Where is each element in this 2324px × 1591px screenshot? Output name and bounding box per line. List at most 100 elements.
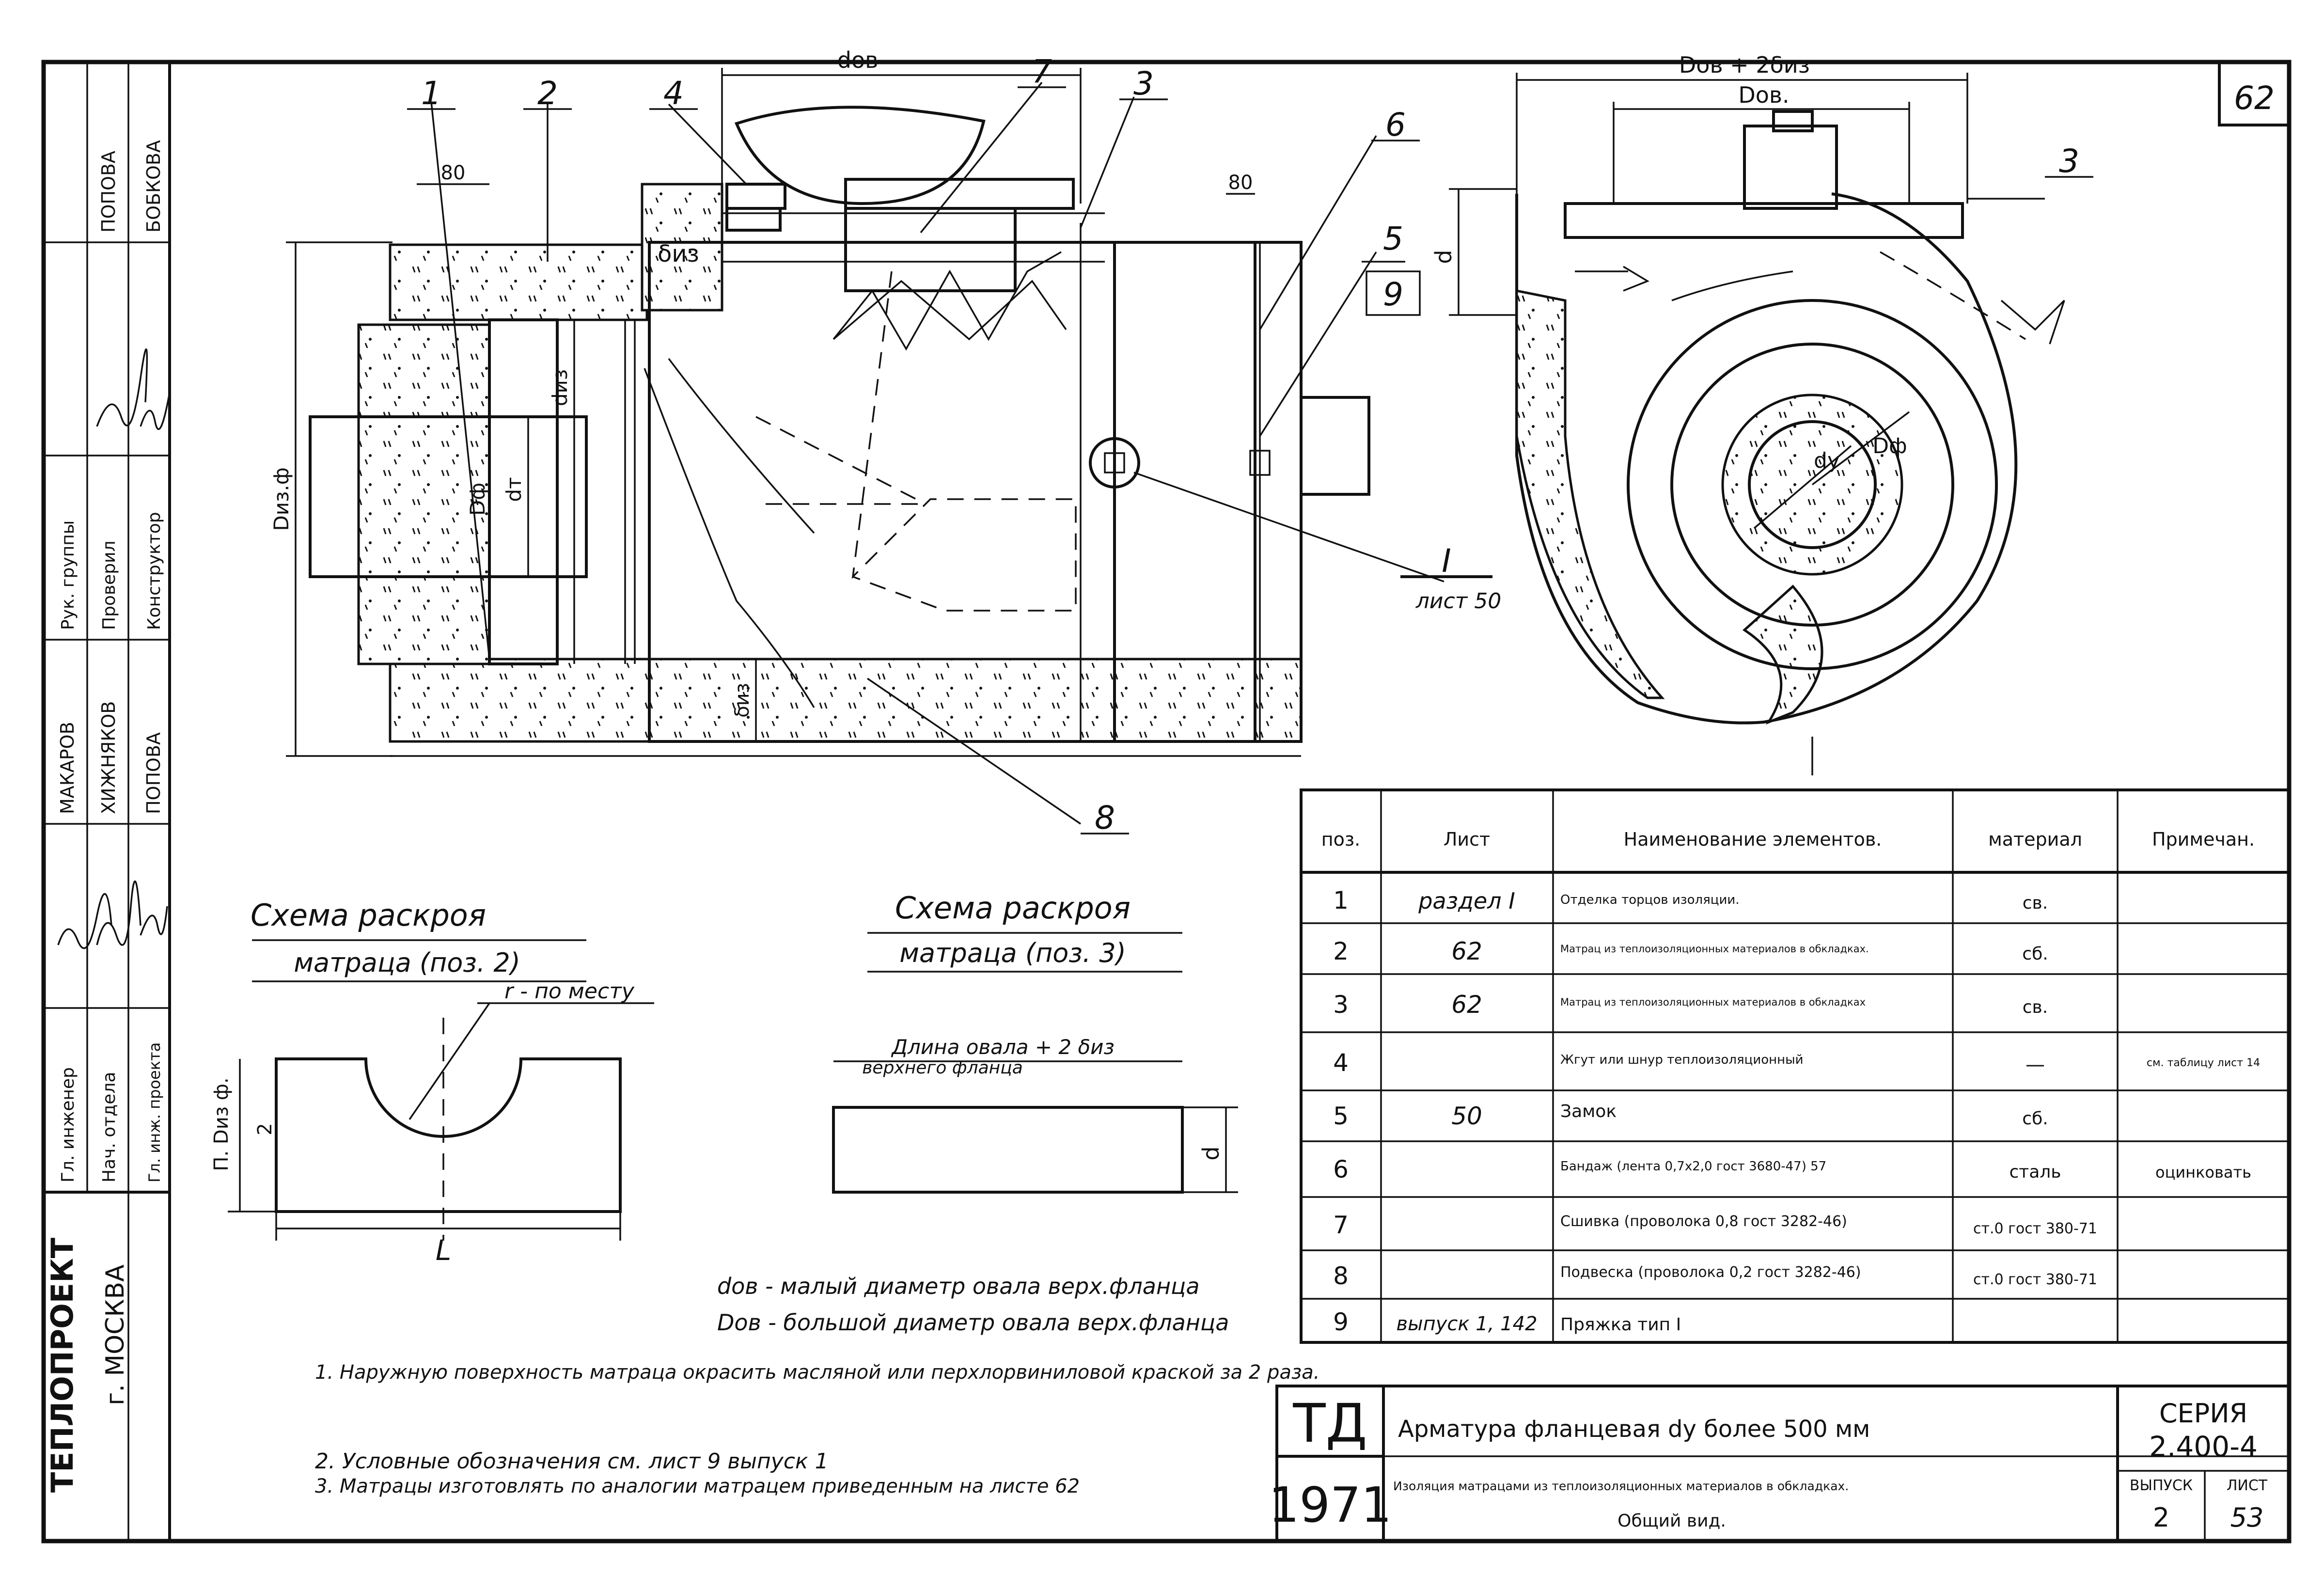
spec-cell: 5 [1333, 1102, 1349, 1130]
spec-cell: 62 [1451, 937, 1482, 965]
dim-label-dov: dов [837, 47, 878, 73]
table-row: 8 Подвеска (проволока 0,2 гост 3282-46) … [1333, 1262, 2097, 1290]
scheme2-dim-bottom: L [436, 1234, 451, 1267]
scheme3-title-1: Схема раскроя [895, 890, 1131, 926]
spec-cell: 3 [1333, 991, 1349, 1019]
signature-scribble-1 [57, 893, 112, 949]
table-row: 2 62 Матрац из теплоизоляционных материа… [1333, 937, 2048, 965]
pos-label-3: 3 [1133, 65, 1154, 102]
spec-header-material: материал [1988, 829, 2082, 850]
side-view: Dов + 2δиз Dов. d dу Dф 3 [1430, 52, 2093, 775]
spec-cell: ст.0 гост 380-71 [1973, 1220, 2097, 1237]
spec-cell: см. таблицу лист 14 [2147, 1057, 2260, 1069]
legend-Dov: Dов - большой диаметр овала верх.фланца [717, 1309, 1229, 1336]
spec-cell: 7 [1333, 1211, 1349, 1239]
sheet-number: 62 [2234, 79, 2275, 117]
spec-cell: Жгут или шнур теплоизоляционный [1560, 1053, 1804, 1067]
scheme2-title-1: Схема раскроя [251, 898, 486, 933]
signature-role-2: Нач. отдела [99, 1072, 119, 1182]
bonnet-handwheel [734, 106, 986, 205]
title-block: ТД 1971 Арматура фланцевая dy более 500 … [1269, 1385, 2291, 1543]
signature-role-1: Гл. инженер [58, 1067, 78, 1182]
pos-label-1: 1 [421, 75, 441, 112]
spec-cell: 2 [1333, 937, 1349, 965]
spec-cell: сталь [2009, 1162, 2061, 1182]
issue-value: 2 [2153, 1502, 2169, 1533]
scheme2-radius-note: r - по месту [504, 979, 635, 1004]
dim-label-dy: dу [1814, 448, 1840, 473]
sheet-no-label: ЛИСТ [2227, 1477, 2268, 1494]
signature-name-1: МАКАРОВ [57, 722, 78, 814]
cutting-scheme-pos3: Схема раскроя матраца (поз. 3) Длина ова… [832, 890, 1238, 1194]
dim-label-80-left: 80 [441, 162, 466, 184]
table-row: 3 62 Матрац из теплоизоляционных материа… [1333, 991, 2048, 1019]
scheme2-dim-left: П. Dиз ф. [210, 1077, 233, 1171]
signature-scribble-5 [140, 392, 171, 430]
pos-label-5: 5 [1383, 220, 1403, 257]
scheme3-length-note: Длина овала + 2 δиз [891, 1035, 1115, 1059]
note-3: 3. Матрацы изготовлять по аналогии матра… [315, 1475, 1080, 1497]
table-row: 4 Жгут или шнур теплоизоляционный — см. … [1333, 1049, 2260, 1077]
spec-cell: 6 [1333, 1155, 1349, 1183]
spec-cell: св. [2023, 893, 2048, 913]
table-row: 7 Сшивка (проволока 0,8 гост 3282-46) ст… [1333, 1211, 2097, 1239]
stamp-year: 1971 [1269, 1477, 1392, 1533]
title-line-2: Изоляция матрацами из теплоизоляционных … [1393, 1479, 1849, 1493]
dim-label-delta-iz-bottom: δиз [731, 683, 754, 718]
spec-cell: Подвеска (проволока 0,2 гост 3282-46) [1560, 1264, 1861, 1281]
scheme3-blank [832, 1106, 1184, 1194]
detail-label-I: I [1442, 542, 1451, 580]
issue-label: ВЫПУСК [2130, 1477, 2193, 1494]
pos-label-9: 9 [1383, 276, 1403, 313]
dim-label-dphi-side: Dф [1872, 434, 1907, 458]
sheet-number-box: 62 [2218, 61, 2291, 126]
side-mid-ring [1670, 343, 1954, 627]
scheme2-blank [275, 1057, 622, 1213]
signature-scribble-4 [96, 348, 148, 427]
spec-cell: сб. [2022, 944, 2048, 964]
signature-role-4: Рук. группы [58, 520, 78, 630]
pos-label-3-side: 3 [2059, 142, 2079, 180]
dim-label-dphi: Dф [466, 483, 489, 516]
dim-label-80-right: 80 [1228, 172, 1253, 194]
hidden-body-edges [755, 271, 1077, 612]
detail-circle [1089, 437, 1140, 488]
spec-cell: 9 [1333, 1308, 1349, 1336]
signature-role-5: Проверил [99, 540, 119, 630]
signature-name-6: БОБКОВА [143, 140, 164, 233]
pos-label-6: 6 [1385, 106, 1406, 143]
pos-label-2: 2 [537, 75, 558, 112]
dim-label-Dov-plus: Dов + 2δиз [1679, 52, 1810, 78]
signature-scribble-3 [140, 906, 168, 936]
signature-role-3: Гл. инж. проекта [145, 1042, 164, 1182]
spec-header-pos: поз. [1321, 829, 1360, 850]
dim-label-dt: dт [502, 477, 526, 502]
series-label: СЕРИЯ [2159, 1398, 2247, 1429]
pos-label-7: 7 [1032, 53, 1052, 90]
spec-cell: ст.0 гост 380-71 [1973, 1271, 2097, 1288]
dim-label-delta-iz: δиз [658, 240, 699, 268]
table-row: 5 50 Замок сб. [1333, 1102, 2048, 1130]
signature-role-6: Конструктор [144, 512, 164, 630]
side-view-shell [1515, 192, 2018, 725]
cutting-scheme-pos2: Схема раскроя матраца (поз. 2) r - по ме… [210, 898, 654, 1267]
spec-cell: раздел I [1418, 888, 1515, 914]
pos-label-8: 8 [1095, 799, 1115, 836]
spec-cell: Пряжка тип I [1560, 1315, 1681, 1335]
title-line-1: Арматура фланцевая dy более 500 мм [1398, 1416, 1870, 1443]
pos-label-4: 4 [663, 75, 684, 112]
stamp-td: ТД [1292, 1392, 1367, 1454]
spec-cell: Сшивка (проволока 0,8 гост 3282-46) [1560, 1213, 1847, 1230]
table-row: 9 выпуск 1, 142 Пряжка тип I [1333, 1308, 1681, 1336]
note-2: 2. Условные обозначения см. лист 9 выпус… [315, 1449, 829, 1474]
org-name: ТЕПЛОПРОЕКТ [45, 1238, 80, 1493]
signature-scribble-2 [96, 881, 141, 946]
title-line-3: Общий вид. [1617, 1511, 1726, 1531]
table-row: 1 раздел I Отделка торцов изоляции. св. [1333, 886, 2048, 914]
detail-sheet-ref: лист 50 [1415, 589, 1502, 614]
legend-notes: dов - малый диаметр овала верх.фланца Dо… [315, 1273, 1319, 1497]
side-outer-ring [1627, 299, 1998, 670]
signature-name-3: ПОПОВА [143, 732, 164, 814]
scheme3-dim-right: d [1198, 1146, 1224, 1160]
sheet-no-value: 53 [2230, 1502, 2264, 1533]
